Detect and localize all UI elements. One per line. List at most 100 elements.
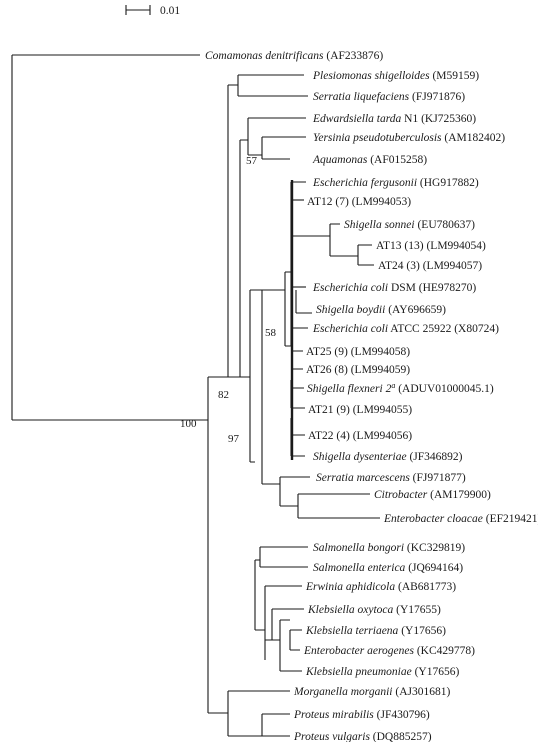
taxon-superscript: a [391,381,395,390]
branch-root [11,54,208,421]
taxon-accession: (AJ301681) [393,686,451,698]
taxon-label-at25: AT25 (9) (LM994058) [306,346,410,358]
taxon-label-enterobacter-cloacae: Enterobacter cloacae (EF219421) [383,513,538,525]
taxon-label-salmonella-enterica: Salmonella enterica (JQ694164) [313,562,463,574]
taxon-accession: (EF219421) [483,513,538,525]
branch-klebsiella-clade [264,585,302,660]
taxon-name: AT21 (9) (LM994055) [308,404,412,416]
taxon-name: Morganella morganii [293,686,393,698]
taxon-name: Yersinia pseudotuberculosis [313,132,442,144]
taxon-accession: (ADUV01000045.1) [395,383,494,395]
taxon-accession: (AF233876) [324,50,384,62]
taxon-name: Salmonella enterica [313,562,406,574]
taxon-name: Serratia liquefaciens [313,91,410,103]
taxon-label-proteus-mirabilis: Proteus mirabilis (JF430796) [293,709,430,721]
taxon-label-klebsiella-oxytoca: Klebsiella oxytoca (Y17655) [307,604,441,616]
branch-terr-aero [289,629,302,651]
taxon-label-shigella-flexneri: Shigella flexneri 2a (ADUV01000045.1) [307,381,494,395]
taxon-label-klebsiella-pneu: Klebsiella pneumoniae (Y17656) [305,666,459,678]
taxon-accession: (AB681773) [395,581,456,593]
branch-node-57 [247,117,306,156]
taxon-name: Proteus vulgaris [293,731,370,742]
bootstrap-values: 100 82 97 57 58 [180,155,277,445]
taxon-name: AT26 (8) (LM994059) [306,364,410,376]
taxon-label-ecoli-atcc: Escherichia coli ATCC 25922 (X80724) [312,323,499,335]
taxon-name: Shigella flexneri 2 [307,383,392,395]
taxon-name: Comamonas denitrificans [205,50,324,62]
scale-bar-label: 0.01 [160,5,180,17]
taxon-label-ecoli-dsm: Escherichia coli DSM (HE978270) [312,282,476,294]
taxon-label-klebsiella-terr: Klebsiella terriaena (Y17656) [305,625,446,637]
taxon-label-serratia-marc: Serratia marcescens (FJ971877) [316,472,466,484]
taxon-accession: (KC429778) [414,645,475,657]
branch-plesio-serratia [237,74,308,97]
taxon-accession: (EU780637) [415,219,476,231]
taxon-label-at26: AT26 (8) (LM994059) [306,364,410,376]
taxon-accession: DSM (HE978270) [388,282,476,294]
branch-node-b [254,559,265,631]
taxon-label-salmonella-bongori: Salmonella bongori (KC329819) [313,542,465,554]
taxon-name: AT13 (13) (LM994054) [376,240,486,252]
taxon-accession: (Y17656) [398,625,446,637]
taxon-name: AT24 (3) (LM994057) [378,260,482,272]
taxon-name: Plesiomonas shigelloides [312,70,430,82]
taxon-label-proteus-vulgaris: Proteus vulgaris (DQ885257) [293,731,432,742]
taxon-name: Erwinia aphidicola [305,581,395,593]
taxon-label-edwardsiella: Edwardsiella tarda N1 (KJ725360) [312,113,476,125]
bootstrap-label: 100 [180,418,197,430]
taxon-label-morganella: Morganella morganii (AJ301681) [293,686,450,698]
taxon-name: Shigella boydii [316,304,385,316]
taxon-label-at22: AT22 (4) (LM994056) [308,430,412,442]
taxon-accession: (M59159) [430,70,480,82]
branch-salmonella [259,546,308,568]
taxon-accession: (Y17656) [412,666,460,678]
taxon-name: Citrobacter [374,489,428,501]
taxon-name: Shigella sonnei [344,219,415,231]
branch-coli-group-2 [290,181,306,346]
branch-node-100 [207,376,228,714]
branch-atcc [291,318,308,329]
taxon-name: Escherichia coli [312,323,388,335]
taxon-name: Klebsiella pneumoniae [305,666,412,678]
branch-yersinia-aquamonas [261,136,306,160]
branch-k-terr-group [279,619,302,672]
scale-bar: 0.01 [125,5,180,17]
taxon-label-shigella-sonnei: Shigella sonnei (EU780637) [344,219,475,231]
branch-node-a [227,84,240,378]
taxon-accession: (HG917882) [417,177,479,189]
branch-node-82 [239,139,250,378]
taxon-accession: (AM179900) [427,489,491,501]
taxon-name: Aquamonas [312,154,368,166]
taxon-label-enterobacter-aero: Enterobacter aerogenes (KC429778) [303,645,475,657]
taxon-accession: (JQ694164) [405,562,463,574]
tree-branches [11,54,380,737]
taxon-accession: (AM182402) [442,132,506,144]
taxon-label-plesiomonas: Plesiomonas shigelloides (M59159) [312,70,479,82]
taxon-label-at12: AT12 (7) (LM994053) [307,196,411,208]
taxon-name: Shigella dysenteriae [313,451,407,463]
taxon-accession: (AF015258) [367,154,427,166]
taxon-labels: Comamonas denitrificans (AF233876) Plesio… [205,50,538,742]
branch-node-97 [249,289,262,463]
taxon-name: Klebsiella oxytoca [307,604,394,616]
taxon-label-at21: AT21 (9) (LM994055) [308,404,412,416]
taxon-label-shigella-dys: Shigella dysenteriae (JF346892) [313,451,463,463]
taxon-label-comamonas: Comamonas denitrificans (AF233876) [205,50,383,62]
taxon-name: Enterobacter cloacae [383,513,483,525]
taxon-label-aquamonas: Aquamonas (AF015258) [312,154,427,166]
branch-sonnei-clade [291,223,374,266]
taxon-name: Edwardsiella tarda [312,113,402,125]
branch-node-58 [261,289,285,485]
branch-proteus-pair [261,713,290,737]
taxon-name: Enterobacter aerogenes [303,645,414,657]
bootstrap-label: 58 [265,327,277,339]
taxon-accession: (FJ971877) [410,472,466,484]
taxon-accession: N1 (KJ725360) [401,113,476,125]
taxon-accession: (JF430796) [374,709,430,721]
taxon-accession: (FJ971876) [409,91,465,103]
taxon-label-ecoli-ferg: Escherichia fergusonii (HG917882) [312,177,479,189]
taxon-name: Escherichia coli [312,282,388,294]
branch-boydii [295,290,312,314]
taxon-name: Proteus mirabilis [293,709,374,721]
